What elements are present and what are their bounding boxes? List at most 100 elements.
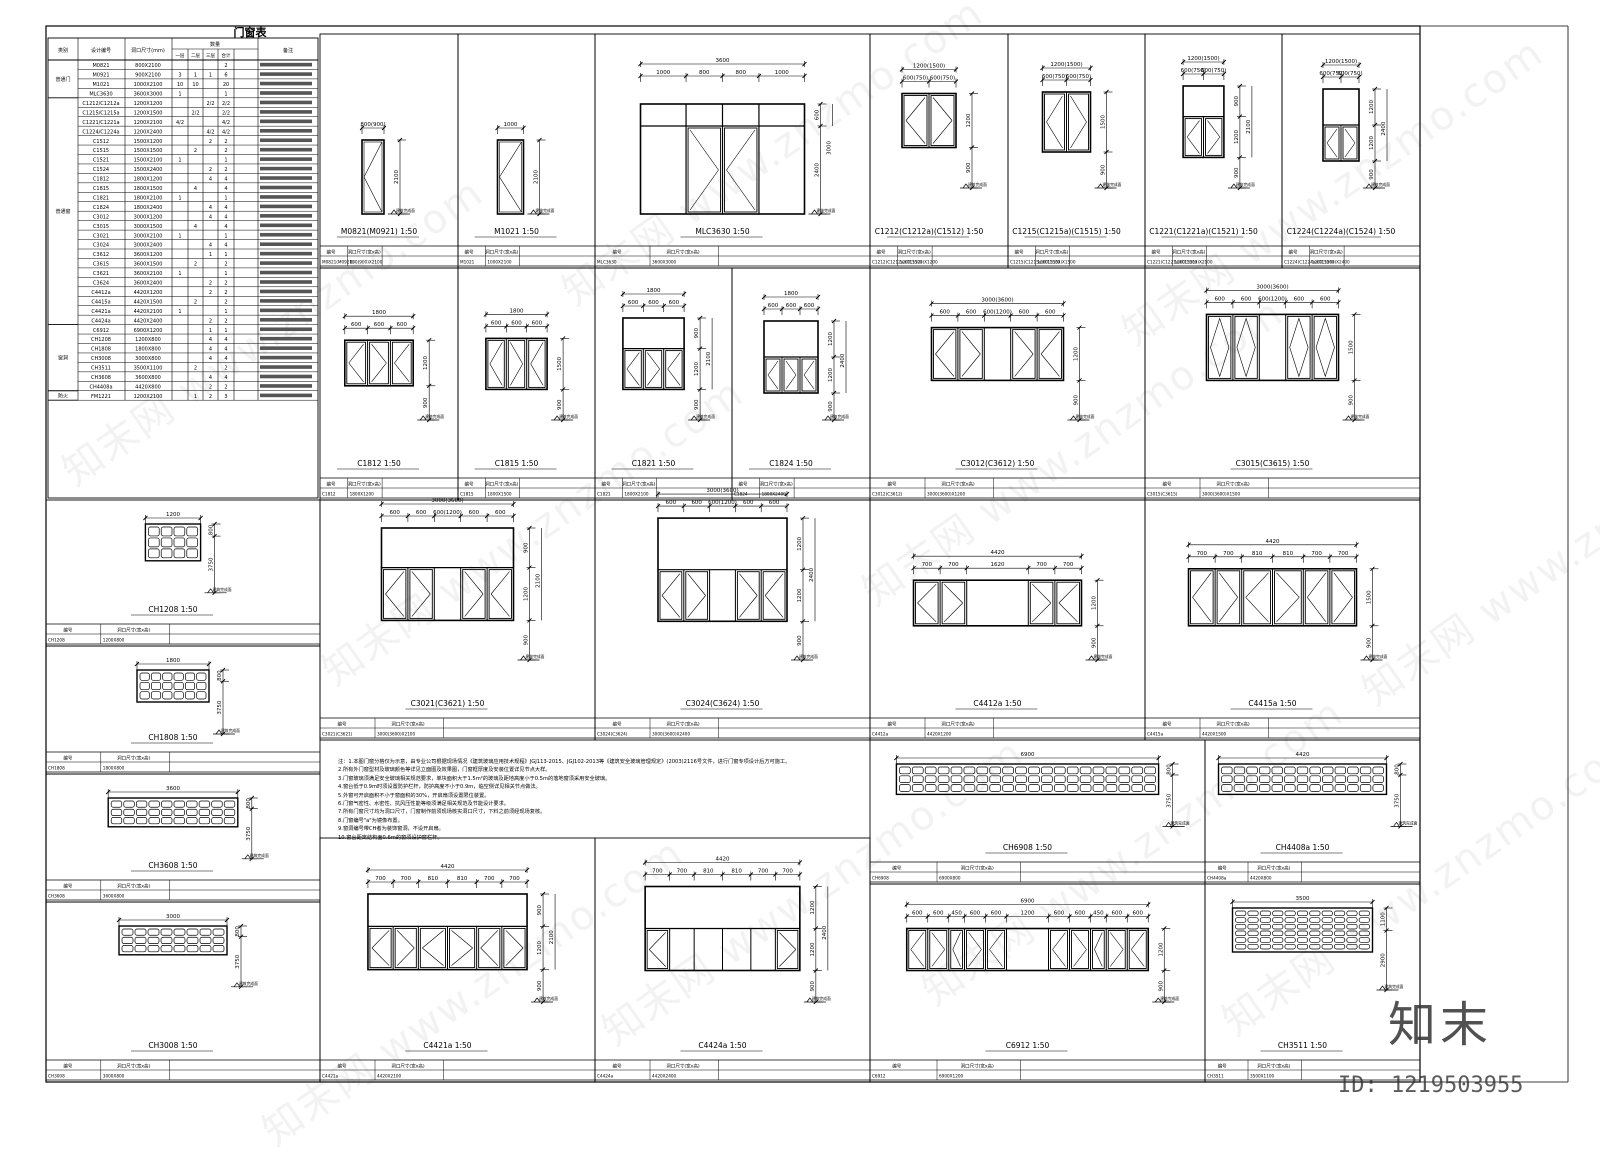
label: 600 xyxy=(804,303,815,309)
vent-cell xyxy=(911,784,924,792)
opening-mark xyxy=(371,930,390,966)
rect xyxy=(499,141,522,213)
label: 3600X800 xyxy=(103,894,125,899)
label: 建筑完成面 xyxy=(1236,182,1255,187)
label: 建筑完成面 xyxy=(250,853,269,858)
elevation-title: CH3008 1:50 xyxy=(148,1041,197,1050)
line xyxy=(1103,914,1109,919)
vent-cell xyxy=(173,672,184,681)
label: 洞口尺寸(宽x高) xyxy=(1172,249,1205,256)
vent-cell xyxy=(1066,784,1079,792)
line xyxy=(212,533,217,539)
line xyxy=(1145,902,1151,907)
line xyxy=(911,565,916,571)
label: 4420X1200 xyxy=(927,732,952,737)
label: 1 xyxy=(178,309,181,315)
opening-mark xyxy=(689,129,719,211)
rect xyxy=(915,581,939,625)
line xyxy=(681,303,687,309)
elevation-title: C4415a 1:50 xyxy=(1248,699,1296,708)
line xyxy=(1145,914,1151,919)
line xyxy=(802,61,807,67)
opening-mark xyxy=(1307,572,1327,622)
label: 810 xyxy=(731,869,742,875)
label: 600 xyxy=(666,500,677,506)
label: 2400 xyxy=(809,567,815,581)
line xyxy=(1327,554,1333,560)
label: 600 xyxy=(1112,911,1123,917)
label: C1812 xyxy=(93,177,109,183)
label: 900 xyxy=(694,328,700,339)
label: 600 xyxy=(1320,296,1331,302)
label: 6900X800 xyxy=(939,876,961,881)
label: 建筑完成面 xyxy=(1371,182,1390,187)
label: 一层 xyxy=(176,53,185,59)
line xyxy=(962,914,967,919)
label: MLC3630 xyxy=(89,92,112,98)
vent-cell xyxy=(1105,784,1118,792)
vent-cell xyxy=(147,936,160,944)
line xyxy=(1237,155,1243,160)
line xyxy=(946,914,952,919)
label: 900 xyxy=(1074,394,1080,405)
label: 3000 xyxy=(827,141,833,155)
label: 备注 xyxy=(283,47,293,54)
label: CH3608 xyxy=(48,894,65,899)
vent-cell xyxy=(1144,766,1156,775)
line xyxy=(524,324,530,329)
line xyxy=(638,61,643,67)
label: 1000 xyxy=(775,70,789,76)
label: 800 xyxy=(235,926,241,937)
rect xyxy=(1044,93,1065,151)
level-mark xyxy=(533,997,541,1003)
vent-cell xyxy=(148,548,160,559)
vent-cell xyxy=(211,808,223,816)
opening-mark xyxy=(530,342,544,386)
label: 600 xyxy=(1241,296,1252,302)
opening-mark xyxy=(767,360,779,390)
line xyxy=(1270,554,1275,560)
label: 1200 xyxy=(810,900,816,914)
line xyxy=(527,618,532,623)
label: 编号 xyxy=(464,481,473,488)
vent-cell xyxy=(173,681,184,691)
opening-mark xyxy=(764,573,784,618)
vent-cell xyxy=(1053,775,1066,783)
label: C1215/C1215a xyxy=(82,110,119,116)
vent-cell xyxy=(212,928,225,936)
label: 数量 xyxy=(210,41,220,48)
label: 1800X2400 xyxy=(134,205,163,211)
opening-mark xyxy=(490,571,510,617)
label: 900 xyxy=(537,904,543,915)
line xyxy=(1095,623,1100,629)
line xyxy=(1309,300,1315,305)
vent-cell xyxy=(186,808,198,816)
line xyxy=(521,125,526,131)
rect xyxy=(361,139,385,215)
rect xyxy=(485,337,548,391)
opening-mark xyxy=(1032,583,1052,623)
label: CH3608 xyxy=(91,375,111,381)
rect xyxy=(1313,315,1337,379)
vent-cell xyxy=(1271,775,1283,783)
line xyxy=(911,553,916,559)
elevation-c1224-c1224a-c1524-: C1224(C1224a)(C1524) 1:50编号洞口尺寸(宽x高)C122… xyxy=(1281,33,1421,269)
rect xyxy=(783,358,799,392)
label: CH1208 xyxy=(48,638,65,643)
rect xyxy=(1012,329,1036,379)
rect xyxy=(624,350,642,388)
line xyxy=(342,325,348,331)
label: 编号 xyxy=(613,721,622,728)
line xyxy=(390,879,396,885)
label: 1200X2100 xyxy=(134,394,163,400)
opening-mark xyxy=(411,571,431,617)
label: 3000X800 xyxy=(103,1074,125,1079)
label: 600 xyxy=(815,109,821,120)
rect xyxy=(801,358,817,392)
elevation-title: C3012(C3612) 1:50 xyxy=(961,459,1035,468)
remark-text xyxy=(260,138,312,143)
label: 600 xyxy=(416,510,427,516)
label: 1200X2400 xyxy=(134,129,163,135)
line xyxy=(638,73,643,79)
